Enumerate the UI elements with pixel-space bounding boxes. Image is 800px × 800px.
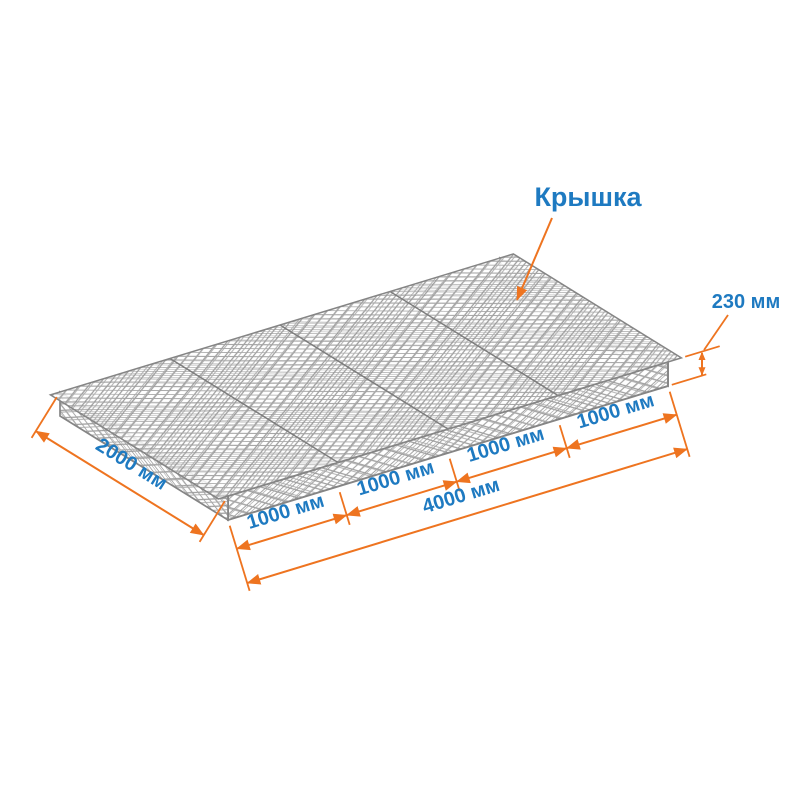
- diaphragm-line: [169, 358, 339, 463]
- extension-line: [684, 345, 720, 358]
- cover-label: Крышка: [534, 182, 642, 212]
- diaphragm-line: [389, 291, 559, 396]
- arrowhead-down: [698, 367, 706, 376]
- extension-line: [668, 391, 691, 458]
- extension-line: [558, 424, 571, 459]
- mesh-lid-face: [48, 253, 684, 500]
- segment-dimension-line: [566, 413, 678, 450]
- extension-line: [671, 373, 707, 386]
- height-dimension-label: 230 мм: [712, 291, 781, 313]
- arrowhead-up: [698, 351, 706, 360]
- height-leader-line: [703, 314, 729, 351]
- height-dimension: 230 мм: [671, 291, 781, 386]
- cover-arrow: [516, 217, 553, 301]
- extension-line: [338, 491, 351, 526]
- cover-callout: Крышка: [516, 182, 643, 301]
- width-dimension-line: [35, 430, 205, 536]
- total-length-dimension-line: [246, 447, 688, 585]
- diaphragm-line: [279, 324, 449, 430]
- extension-line: [228, 525, 251, 592]
